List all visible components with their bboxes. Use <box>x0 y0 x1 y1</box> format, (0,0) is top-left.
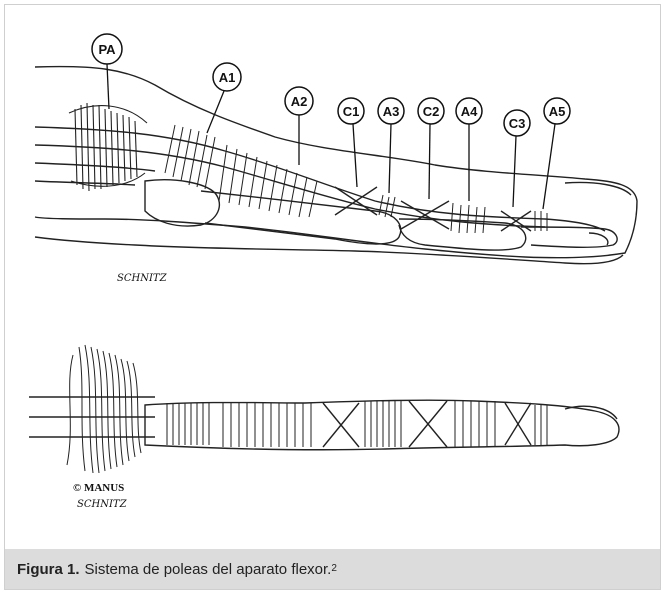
svg-text:A1: A1 <box>219 70 236 85</box>
label-a4: A4 <box>456 98 482 201</box>
svg-text:PA: PA <box>98 42 116 57</box>
copyright-label: © MANUS <box>73 482 124 494</box>
lateral-finger-view <box>35 67 637 264</box>
caption-text: Sistema de poleas del aparato flexor. <box>85 561 332 578</box>
pulley-labels: PA A1 A2 C1 A3 <box>92 34 570 209</box>
svg-text:C1: C1 <box>343 104 360 119</box>
figure-illustration: PA A1 A2 C1 A3 <box>5 5 662 550</box>
volar-finger-view <box>29 345 619 473</box>
label-c1: C1 <box>338 98 364 187</box>
svg-text:A2: A2 <box>291 94 308 109</box>
svg-text:A3: A3 <box>383 104 400 119</box>
caption-label: Figura 1. <box>17 561 80 578</box>
label-a5: A5 <box>543 98 570 209</box>
label-a3: A3 <box>378 98 404 193</box>
label-a2: A2 <box>285 87 313 165</box>
svg-text:A5: A5 <box>549 104 566 119</box>
svg-text:C3: C3 <box>509 116 526 131</box>
artist-signature-top: SCHNITZ <box>117 273 168 284</box>
svg-text:C2: C2 <box>423 104 440 119</box>
artist-signature-bottom: SCHNITZ <box>77 499 128 510</box>
svg-text:A4: A4 <box>461 104 478 119</box>
label-c3: C3 <box>504 110 530 207</box>
figure: PA A1 A2 C1 A3 <box>4 4 661 590</box>
figure-caption: Figura 1. Sistema de poleas del aparato … <box>5 549 660 589</box>
label-c2: C2 <box>418 98 444 199</box>
